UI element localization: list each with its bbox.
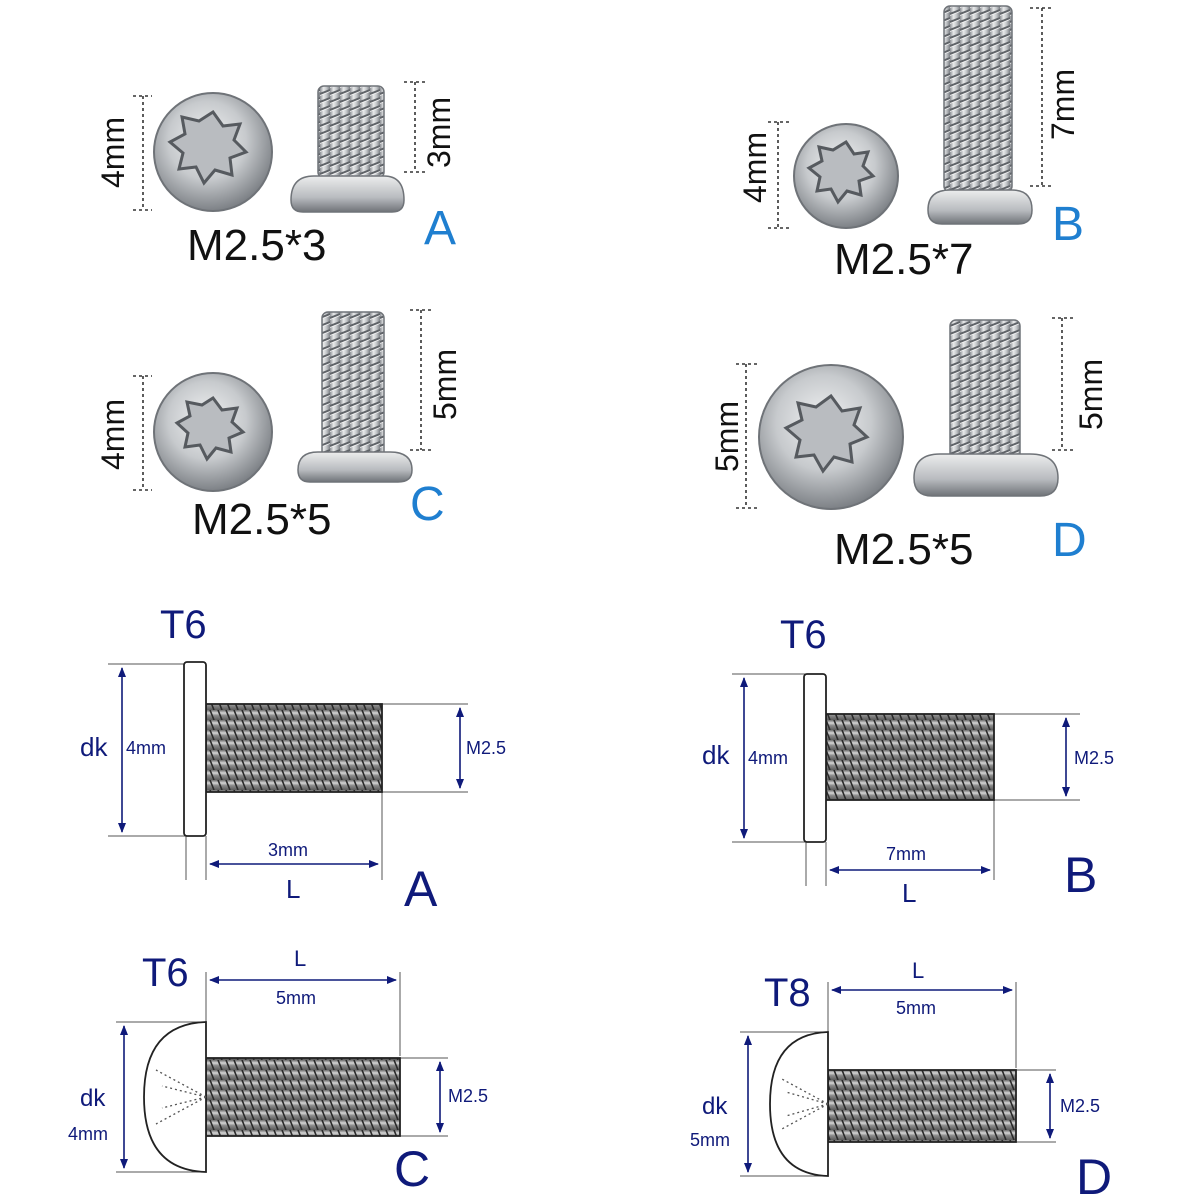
photo-a-head-photo <box>153 92 273 212</box>
photo-a-head-dim: 4mm <box>95 117 131 188</box>
torx-recess-icon <box>167 109 249 186</box>
torx-recess-icon <box>174 395 246 462</box>
photo-d-side-photo <box>913 319 1059 497</box>
drawing-c-head-dim: 4mm <box>68 1124 108 1144</box>
drawing-c-length-dim: 5mm <box>276 988 316 1008</box>
drawing-b-dk: dk <box>702 740 730 770</box>
drawing-b-thread-dim: M2.5 <box>1074 748 1114 768</box>
drawing-c: T6 L 5mm dk 4mm M2.5 C <box>68 946 488 1197</box>
drawing-a-thread-dim: M2.5 <box>466 738 506 758</box>
drawing-a-thread <box>205 703 383 793</box>
torx-recess-icon <box>806 139 876 205</box>
drawing-c-head <box>143 1021 207 1173</box>
photo-a-length-dim: 3mm <box>421 97 457 168</box>
photo-d-length-dim-line <box>1052 317 1074 451</box>
photo-d-letter: D <box>1052 514 1087 567</box>
photo-a-letter: A <box>424 202 456 255</box>
photo-c: 4mm 5mm M2.5*5 C <box>95 309 463 544</box>
photo-a-head-dim-line <box>133 95 152 211</box>
drawing-a-extension-lines <box>108 663 468 880</box>
drawing-c-extension-lines <box>116 972 448 1173</box>
drawing-d-thread-dim: M2.5 <box>1060 1096 1100 1116</box>
photo-a-side-photo <box>290 85 405 213</box>
drawing-c-dk: dk <box>80 1085 106 1112</box>
drawing-d-drive: T8 <box>764 971 811 1015</box>
drawing-d-recess-icon <box>779 1077 829 1131</box>
drawing-a: T6 dk 4mm M2.5 3mm L A <box>80 603 506 917</box>
drawing-c-letter: C <box>394 1141 430 1197</box>
photo-a: 4mm 3mm M2.5*3 A <box>95 81 457 270</box>
photo-a-length-dim-line <box>404 81 426 173</box>
torx-recess-icon <box>783 393 870 474</box>
photo-d-head-photo <box>758 364 904 510</box>
photo-c-head-dim: 4mm <box>95 399 131 470</box>
drawing-a-head-dim: 4mm <box>126 738 166 758</box>
photo-d-head-dim: 5mm <box>709 401 745 472</box>
drawing-a-dk: dk <box>80 732 108 762</box>
photo-b-letter: B <box>1052 198 1084 251</box>
drawing-d-extension-lines <box>740 982 1056 1177</box>
drawing-a-head <box>183 661 207 837</box>
drawing-b-length-dim: 7mm <box>886 844 926 864</box>
drawing-d-dk: dk <box>702 1093 728 1120</box>
photo-b: 4mm 7mm M2.5*7 B <box>737 5 1084 284</box>
drawing-c-thread-dim: M2.5 <box>448 1086 488 1106</box>
photo-c-length-dim-line <box>410 309 432 451</box>
drawing-a-drive: T6 <box>160 603 207 647</box>
drawing-d-l: L <box>912 958 924 983</box>
photo-c-head-photo <box>153 372 273 492</box>
drawing-d-head-dim: 5mm <box>690 1130 730 1150</box>
photo-b-head-photo <box>793 123 899 229</box>
photo-c-head-dim-line <box>133 375 152 491</box>
drawing-b-head-dim: 4mm <box>748 748 788 768</box>
photo-c-letter: C <box>410 478 445 531</box>
photo-d-size: M2.5*5 <box>834 525 973 574</box>
drawing-d-letter: D <box>1076 1149 1112 1200</box>
drawing-a-length-dim: 3mm <box>268 840 308 860</box>
photo-b-length-dim-line <box>1030 7 1052 187</box>
drawing-b-drive: T6 <box>780 613 827 657</box>
photo-b-head-dim: 4mm <box>737 132 773 203</box>
drawing-b-thread <box>825 713 995 801</box>
drawing-b-letter: B <box>1064 847 1097 903</box>
drawing-b-extension-lines <box>732 673 1080 886</box>
drawing-c-thread <box>205 1057 401 1137</box>
drawing-d-thread <box>827 1069 1017 1143</box>
photo-b-head-dim-line <box>768 121 790 229</box>
photo-a-size: M2.5*3 <box>187 221 326 270</box>
photo-c-side-photo <box>297 311 413 483</box>
photo-c-size: M2.5*5 <box>192 495 331 544</box>
photo-d-length-dim: 5mm <box>1073 359 1109 430</box>
photo-d: 5mm 5mm M2.5*5 D <box>709 317 1109 574</box>
drawing-b-head <box>803 673 827 843</box>
photo-b-length-dim: 7mm <box>1045 69 1081 140</box>
drawing-d: T8 L 5mm dk 5mm M2.5 D <box>690 958 1112 1200</box>
drawing-c-drive: T6 <box>142 951 189 995</box>
photo-b-size: M2.5*7 <box>834 235 973 284</box>
drawing-c-l: L <box>294 946 306 971</box>
photo-c-length-dim: 5mm <box>427 349 463 420</box>
drawing-a-l: L <box>286 874 300 904</box>
drawing-b-l: L <box>902 878 916 908</box>
drawing-d-length-dim: 5mm <box>896 998 936 1018</box>
photo-d-head-dim-line <box>736 363 758 509</box>
drawing-d-head <box>769 1031 829 1177</box>
drawing-b: T6 dk 4mm M2.5 7mm L B <box>702 613 1114 908</box>
photo-b-side-photo <box>927 5 1033 225</box>
drawing-a-letter: A <box>404 861 438 917</box>
